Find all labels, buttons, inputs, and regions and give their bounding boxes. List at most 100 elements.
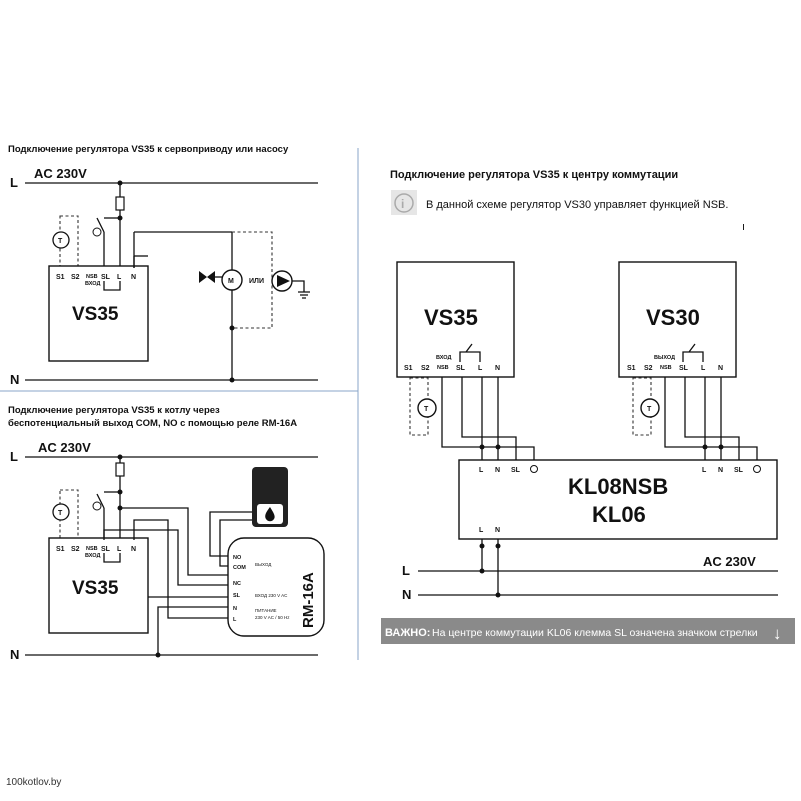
- servo-ground-icon: [292, 280, 310, 299]
- boiler-clock-icon: [92, 501, 102, 511]
- boiler-switch-lever: [96, 493, 105, 509]
- relay-term-com: COM: [233, 565, 246, 571]
- hub-vs30-term-s1: S1: [627, 365, 636, 372]
- hub-vs35-term-n: N: [495, 365, 500, 372]
- hub-vs35-nsb-wire: [441, 377, 535, 460]
- relay-out-label: ВЫХОД: [255, 562, 271, 567]
- hub-vs30-nsb-sub: ВЫХОД: [654, 355, 675, 361]
- flame-icon: [265, 507, 275, 522]
- boiler-no-wire: [209, 511, 252, 557]
- servo-bridge: [103, 281, 121, 291]
- servo-motor-icon: [221, 269, 243, 291]
- hub-stray-mark: ı: [742, 221, 745, 233]
- relay-power-label-1: ПИТАНИЕ: [255, 608, 277, 613]
- relay-name: RM-16A: [300, 572, 317, 628]
- boiler-n-to-relay: [157, 606, 234, 655]
- servo-device-name: VS35: [72, 304, 119, 325]
- hub-vs35-sl-wire: [461, 377, 517, 460]
- important-text: На центре коммутации KL06 клемма SL озна…: [432, 627, 758, 639]
- hub-vs35-term-sl: SL: [456, 365, 466, 372]
- servo-clock-icon: [92, 227, 102, 237]
- section-boiler: Подключение регулятора VS35 к котлу чере…: [8, 405, 325, 662]
- hub-right-term-n: N: [718, 467, 723, 474]
- hub-right-term-sl: SL: [734, 467, 744, 474]
- boiler-junction-l: [117, 454, 123, 460]
- servo-junction-n: [229, 377, 235, 383]
- hub-vs30-nsb-wire: [664, 377, 758, 460]
- servo-vs35-box: [48, 265, 149, 362]
- boiler-bridge: [103, 553, 121, 563]
- relay-power-label-2: 230 V AC / 50 Hz: [255, 615, 290, 620]
- boiler-term-l: L: [117, 546, 122, 553]
- servo-thermostat-label: T: [58, 238, 63, 245]
- hub-bottom-term-n: N: [495, 527, 500, 534]
- servo-ac-label: AC 230V: [34, 166, 87, 181]
- relay-term-l: L: [233, 617, 237, 623]
- servo-title: Подключение регулятора VS35 к сервоприво…: [8, 144, 289, 155]
- hub-dot-2: [495, 444, 501, 450]
- boiler-thermostat-icon: [52, 503, 70, 521]
- boiler-fuse: [115, 462, 125, 477]
- hub-vs35-term-nsb: NSB: [437, 365, 449, 371]
- boiler-title-2: беспотенциальный выход COM, NO с помощью…: [8, 418, 297, 429]
- relay-term-nc: NC: [233, 581, 241, 587]
- info-icon-glyph: i: [401, 197, 404, 211]
- hub-vs35-nsb-sub: ВХОД: [436, 355, 451, 361]
- hub-dot-5: [479, 543, 485, 549]
- servo-rail-l-label: L: [10, 175, 18, 190]
- hub-vs30-sl-wire: [684, 377, 740, 460]
- section-servo: Подключение регулятора VS35 к сервоприво…: [8, 144, 318, 387]
- hub-vs30-term-nsb: NSB: [660, 365, 672, 371]
- boiler-rail-l-label: L: [10, 449, 18, 464]
- hub-ac-label: AC 230V: [703, 554, 756, 569]
- hub-right-clock-icon: [753, 465, 761, 473]
- hub-info-text: В данной схеме регулятор VS30 управляет …: [426, 199, 728, 211]
- hub-vs35-box: [396, 261, 515, 378]
- boiler-l-to-com: [120, 507, 234, 576]
- hub-bottom-term-l: L: [479, 527, 484, 534]
- hub-vs35-term-s2: S2: [421, 365, 430, 372]
- boiler-term-s1: S1: [56, 546, 65, 553]
- watermark: 100kotlov.by: [6, 777, 61, 788]
- servo-rail-n-label: N: [10, 372, 19, 387]
- boiler-term-s2: S2: [71, 546, 80, 553]
- hub-left-term-n: N: [495, 467, 500, 474]
- arrow-down-icon: ↓: [773, 624, 782, 643]
- boiler-l-to-relay: [133, 519, 234, 619]
- hub-rail-l-label: L: [402, 563, 410, 578]
- servo-term-s2: S2: [71, 274, 80, 281]
- hub-left-term-l: L: [479, 467, 484, 474]
- servo-term-nsb: NSB: [86, 274, 98, 280]
- servo-or-label: ИЛИ: [249, 278, 264, 285]
- relay-term-sl: SL: [233, 593, 241, 599]
- servo-term-nsb-sub: ВХОД: [85, 281, 100, 287]
- hub-vs35-thermostat-icon: [417, 398, 437, 418]
- hub-right-term-l: L: [702, 467, 707, 474]
- hub-vs30-thermostat-label: T: [647, 406, 652, 413]
- boiler-ac-label: AC 230V: [38, 440, 91, 455]
- hub-vs30-term-sl: SL: [679, 365, 689, 372]
- hub-vs30-term-n: N: [718, 365, 723, 372]
- boiler-device-name: VS35: [72, 578, 119, 599]
- boiler-junction-l2: [117, 505, 123, 511]
- servo-fuse: [115, 196, 125, 211]
- hub-title: Подключение регулятора VS35 к центру ком…: [390, 169, 678, 181]
- boiler-sl-to-relay: [103, 529, 234, 586]
- hub-vs35-thermostat-label: T: [424, 406, 429, 413]
- hub-vs30-bridge: [682, 343, 704, 362]
- boiler-thermostat-label: T: [58, 510, 63, 517]
- servo-switch-lever: [96, 217, 105, 233]
- servo-term-sl: SL: [101, 274, 111, 281]
- boiler-junction-n: [155, 652, 161, 658]
- servo-junction-l: [117, 180, 123, 186]
- hub-dot-1: [479, 444, 485, 450]
- hub-vs30-box: [618, 261, 737, 378]
- hub-dot-6: [495, 543, 501, 549]
- hub-vs30-thermostat-icon: [640, 398, 660, 418]
- relay-in-label: ВХОД 230 V AC: [255, 593, 288, 598]
- hub-left-clock-icon: [530, 465, 538, 473]
- relay-term-n: N: [233, 606, 237, 612]
- hub-left-term-sl: SL: [511, 467, 521, 474]
- hub-rail-n-label: N: [402, 587, 411, 602]
